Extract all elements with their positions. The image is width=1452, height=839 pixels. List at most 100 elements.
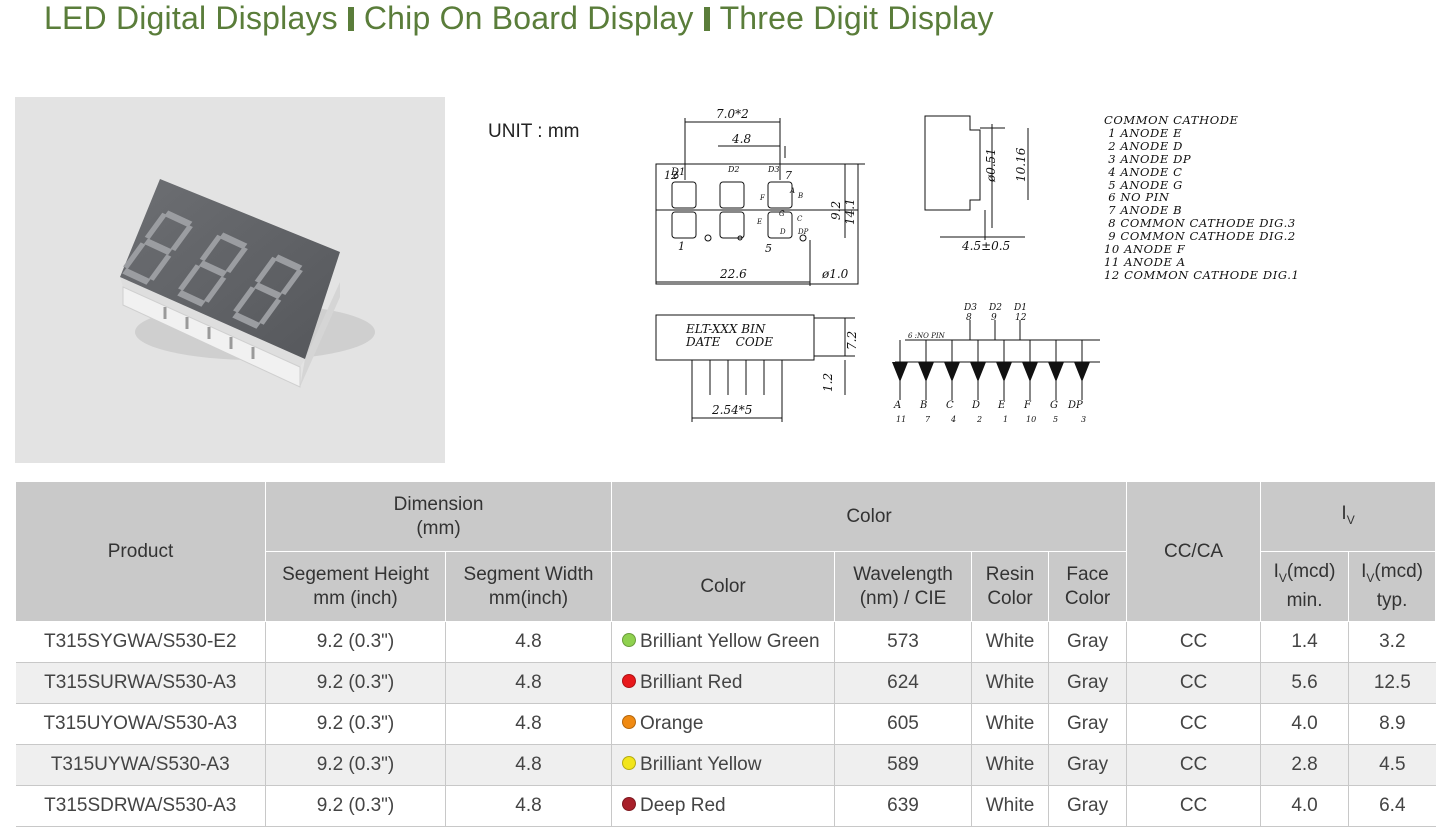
- header-resin-label: Resin: [985, 563, 1035, 585]
- header-color-group: Color: [611, 481, 1128, 552]
- pin-list-item: 9 COMMON CATHODE DIG.2: [1104, 229, 1296, 244]
- iv-typ-cell: 4.5: [1348, 744, 1436, 786]
- cc-ca-cell: CC: [1126, 703, 1262, 745]
- header-cc-ca: CC/CA: [1126, 481, 1262, 622]
- iv-typ-cell: 3.2: [1348, 621, 1436, 663]
- face-color-cell: Gray: [1048, 621, 1128, 663]
- header-wavelength-label: Wavelength: [853, 563, 953, 585]
- schematic-common-d1: D1: [1013, 303, 1027, 313]
- product-photo: [15, 97, 445, 463]
- digit-label-d1: D1: [670, 167, 685, 178]
- schematic-pin-2: 2: [976, 415, 982, 424]
- header-iv-min-label: I: [1273, 560, 1279, 582]
- digit-label-d2: D2: [727, 165, 740, 174]
- dim-height: 14.1: [843, 198, 857, 225]
- label-line-1: ELT-XXX BIN: [685, 322, 766, 336]
- segment-width-cell: 4.8: [445, 621, 613, 663]
- pin-list-title: COMMON CATHODE: [1104, 113, 1239, 127]
- cc-ca-cell: CC: [1126, 744, 1262, 786]
- color-swatch-icon: [622, 797, 637, 811]
- color-swatch-icon: [622, 756, 637, 770]
- segment-height-cell: 9.2 (0.3"): [265, 662, 446, 704]
- schematic-common-pin-8: 8: [966, 313, 972, 323]
- header-resin-label-2: Color: [987, 587, 1033, 609]
- dim-width: 22.6: [719, 267, 747, 281]
- header-iv-sub: V: [1346, 512, 1355, 527]
- color-name: Brilliant Yellow Green: [640, 631, 820, 652]
- iv-typ-cell: 6.4: [1348, 785, 1436, 827]
- color-name: Deep Red: [640, 795, 726, 816]
- header-iv-min-qual: min.: [1286, 590, 1323, 612]
- label-view-pins: [691, 360, 783, 395]
- digit-label-d3: D3: [767, 165, 780, 174]
- segment-drawing-b: B: [797, 192, 803, 200]
- product-cell: T315SURWA/S530-A3: [15, 662, 266, 704]
- header-segment-width-unit: mm(inch): [488, 587, 569, 609]
- pin-list-item: 6 NO PIN: [1104, 190, 1170, 205]
- color-name: Brilliant Yellow: [640, 754, 762, 775]
- cc-ca-cell: CC: [1126, 621, 1262, 663]
- wavelength-cell: 573: [834, 621, 973, 663]
- header-face-label: Face: [1066, 563, 1109, 585]
- iv-min-cell: 2.8: [1260, 744, 1350, 786]
- header-iv-min: IV(mcd)min.: [1260, 551, 1350, 622]
- product-cell: T315UYWA/S530-A3: [15, 744, 266, 786]
- color-swatch-icon: [622, 633, 637, 647]
- resin-color-cell: White: [971, 744, 1050, 786]
- pin-list-item: 10 ANODE F: [1104, 242, 1186, 257]
- schematic-pin-7: 7: [925, 415, 931, 424]
- product-cell: T315UYOWA/S530-A3: [15, 703, 266, 745]
- title-separator: [347, 7, 354, 31]
- pin-label-5: 5: [765, 242, 772, 255]
- product-cell: T315SYGWA/S530-E2: [15, 621, 266, 663]
- dim-pitch: 4.8: [731, 132, 751, 146]
- pin-label-7: 7: [785, 169, 792, 182]
- color-swatch-icon: [622, 674, 637, 688]
- iv-min-cell: 4.0: [1260, 703, 1350, 745]
- dim-seg: 9.2: [829, 201, 843, 220]
- schematic-common-d2: D2: [988, 303, 1002, 313]
- dim-pin-pitch: 2.54*5: [711, 403, 752, 417]
- header-color: Color: [611, 551, 836, 622]
- schematic-common-d3: D3: [963, 303, 977, 313]
- resin-color-cell: White: [971, 621, 1050, 663]
- schematic-pin-3: 3: [1081, 415, 1086, 424]
- segment-label-a: A: [893, 400, 901, 411]
- cc-ca-cell: CC: [1126, 662, 1262, 704]
- resin-color-cell: White: [971, 703, 1050, 745]
- segment-label-d: D: [971, 400, 980, 411]
- label-view-outline: [655, 314, 815, 361]
- segment-label-f: F: [1023, 400, 1032, 411]
- schematic-pin-11: 11: [896, 415, 906, 424]
- header-iv-label: I: [1341, 502, 1347, 524]
- segment-width-cell: 4.8: [445, 744, 613, 786]
- segment-width-cell: 4.8: [445, 662, 613, 704]
- label-line-2: DATE CODE: [685, 335, 773, 349]
- spec-table: Product Dimension (mm) Color CC/CA IV Se…: [15, 481, 1437, 827]
- header-dimension: Dimension (mm): [264, 481, 613, 552]
- segment-label-dp: DP: [1067, 400, 1083, 411]
- header-iv-typ: IV(mcd)typ.: [1348, 551, 1437, 622]
- schematic-diodes: [892, 362, 1090, 382]
- wavelength-cell: 589: [834, 744, 973, 786]
- header-wavelength: Wavelength(nm) / CIE: [834, 551, 973, 622]
- schematic-common-pin-12: 12: [1015, 313, 1027, 323]
- pin-list-item: 8 COMMON CATHODE DIG.3: [1104, 216, 1296, 231]
- pin-list-item: 12 COMMON CATHODE DIG.1: [1104, 267, 1300, 282]
- segment-label-e: E: [997, 400, 1006, 411]
- iv-typ-cell: 12.5: [1348, 662, 1436, 704]
- segment-width-cell: 4.8: [445, 703, 613, 745]
- dim-dot: ø1.0: [821, 267, 849, 281]
- segment-drawing-f: F: [759, 194, 766, 202]
- header-wavelength-unit: (nm) / CIE: [859, 587, 947, 609]
- header-iv-min-unit: (mcd): [1286, 560, 1336, 582]
- header-iv-typ-unit: (mcd): [1374, 560, 1423, 582]
- title-separator: [703, 7, 710, 31]
- header-iv-typ-sub: V: [1366, 570, 1375, 585]
